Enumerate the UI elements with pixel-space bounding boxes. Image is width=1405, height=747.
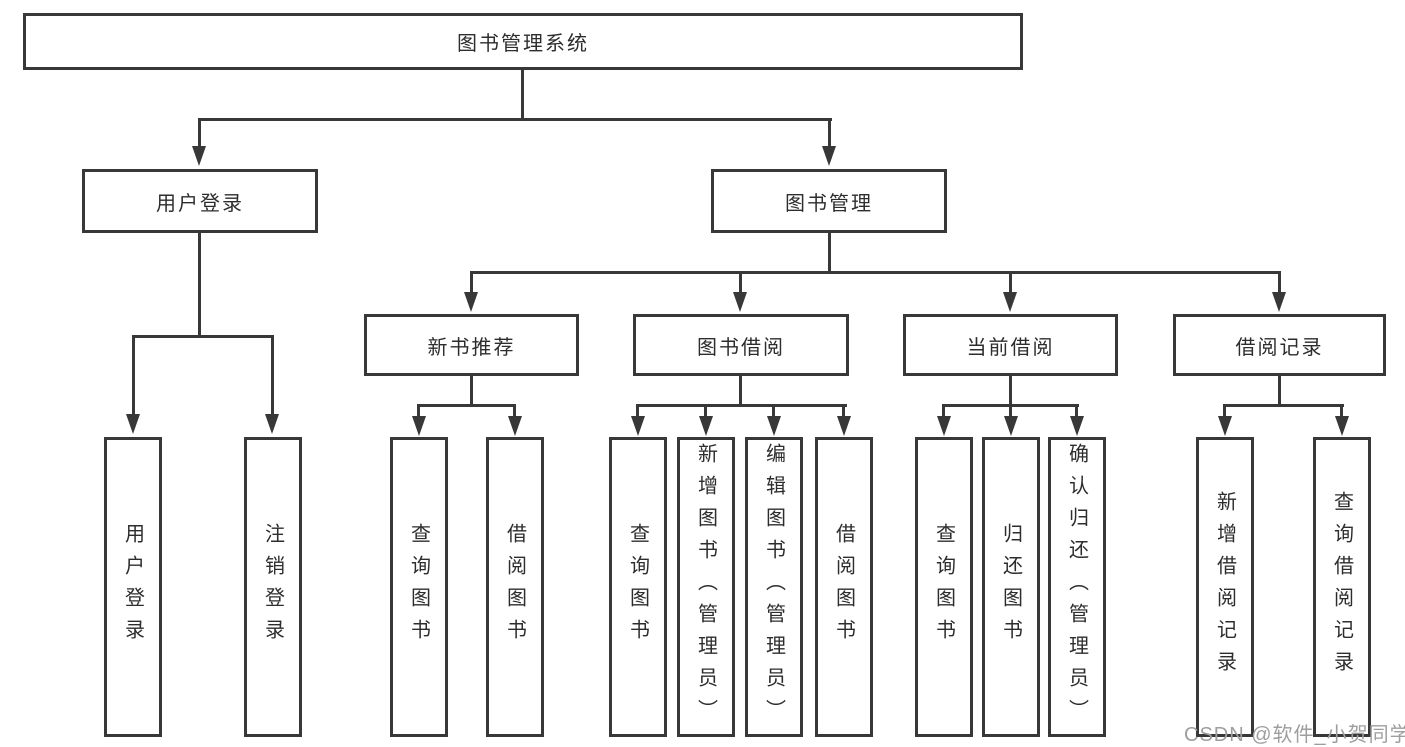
leaf-add-borrow-record: 新增借阅记录	[1196, 437, 1254, 737]
leaf-query-borrow-record: 查询借阅记录	[1313, 437, 1371, 737]
arrow-down-icon	[464, 292, 478, 312]
connector-line	[1009, 271, 1012, 296]
arrow-down-icon	[699, 416, 713, 436]
connector-line	[1075, 404, 1078, 418]
node-label: 图书管理	[785, 192, 873, 215]
arrow-down-icon	[1218, 416, 1232, 436]
connector-line	[1340, 404, 1343, 418]
arrow-down-icon	[837, 416, 851, 436]
connector-line	[828, 118, 831, 148]
connector-line	[132, 335, 274, 338]
node-label: 借阅图书	[503, 523, 526, 651]
node-label: 当前借阅	[966, 336, 1055, 359]
leaf-user-login: 用户登录	[104, 437, 162, 737]
node-label: 新增图书（管理员）	[694, 443, 717, 731]
arrow-down-icon	[631, 416, 645, 436]
node-label: 借阅图书	[832, 523, 855, 651]
connector-line	[704, 404, 707, 418]
watermark: CSDN @软件_小贺同学	[1184, 724, 1405, 746]
connector-line	[132, 335, 135, 415]
leaf-borrow-book: 借阅图书	[815, 437, 873, 737]
connector-line	[513, 404, 516, 418]
node-label: 图书管理系统	[457, 33, 589, 55]
arrow-down-icon	[1335, 416, 1349, 436]
arrow-down-icon	[126, 414, 140, 434]
node-label: 用户登录	[121, 523, 144, 651]
arrow-down-icon	[1070, 416, 1084, 436]
connector-line	[739, 271, 742, 296]
connector-line	[1223, 404, 1226, 418]
leaf-edit-book-admin: 编辑图书（管理员）	[745, 437, 803, 737]
node-new-books: 新书推荐	[364, 314, 579, 376]
node-root: 图书管理系统	[23, 13, 1023, 70]
arrow-down-icon	[767, 416, 781, 436]
leaf-return-book: 归还图书	[982, 437, 1040, 737]
node-user-login: 用户登录	[82, 169, 318, 233]
node-label: 新书推荐	[427, 336, 516, 359]
node-label: 编辑图书（管理员）	[762, 443, 785, 731]
arrow-down-icon	[733, 292, 747, 312]
node-label: 图书借阅	[697, 336, 785, 359]
connector-line	[417, 404, 420, 418]
node-label: 查询图书	[932, 523, 955, 651]
arrow-down-icon	[1003, 292, 1017, 312]
arrow-down-icon	[1004, 416, 1018, 436]
leaf-query-books-borrow: 查询图书	[609, 437, 667, 737]
arrow-down-icon	[937, 416, 951, 436]
connector-line	[828, 231, 831, 274]
node-label: 注销登录	[261, 523, 284, 651]
node-label: 用户登录	[156, 192, 244, 215]
connector-line	[942, 404, 945, 418]
node-label: 归还图书	[999, 523, 1022, 651]
connector-line	[470, 374, 473, 407]
node-book-borrow: 图书借阅	[633, 314, 849, 376]
arrow-down-icon	[192, 146, 206, 166]
connector-line	[417, 404, 516, 407]
connector-line	[1009, 404, 1012, 418]
connector-line	[470, 271, 473, 296]
leaf-logout: 注销登录	[244, 437, 302, 737]
connector-line	[636, 404, 639, 418]
connector-line	[739, 374, 742, 407]
node-label: 查询图书	[407, 523, 430, 651]
connector-line	[1278, 271, 1281, 296]
arrow-down-icon	[412, 416, 426, 436]
connector-line	[521, 70, 524, 120]
node-label: 借阅记录	[1235, 336, 1324, 359]
node-label: 新增借阅记录	[1213, 491, 1236, 683]
connector-line	[271, 335, 274, 415]
connector-line	[1278, 374, 1281, 407]
node-label: 查询借阅记录	[1330, 491, 1353, 683]
connector-line	[1009, 374, 1012, 407]
connector-line	[470, 271, 1281, 274]
arrow-down-icon	[265, 414, 279, 434]
connector-line	[198, 118, 201, 148]
arrow-down-icon	[508, 416, 522, 436]
connector-line	[842, 404, 845, 418]
connector-line	[198, 231, 201, 337]
node-label: 查询图书	[626, 523, 649, 651]
leaf-confirm-return-admin: 确认归还（管理员）	[1048, 437, 1106, 737]
leaf-query-books-new: 查询图书	[390, 437, 448, 737]
arrow-down-icon	[1272, 292, 1286, 312]
leaf-borrow-books-new: 借阅图书	[486, 437, 544, 737]
connector-line	[1223, 404, 1344, 407]
connector-line	[636, 404, 847, 407]
leaf-add-book-admin: 新增图书（管理员）	[677, 437, 735, 737]
connector-line	[772, 404, 775, 418]
connector-line	[198, 118, 832, 121]
leaf-query-books-current: 查询图书	[915, 437, 973, 737]
node-borrow-records: 借阅记录	[1173, 314, 1386, 376]
node-book-mgmt: 图书管理	[711, 169, 947, 233]
arrow-down-icon	[822, 146, 836, 166]
node-label: 确认归还（管理员）	[1065, 443, 1088, 731]
node-current-borrow: 当前借阅	[903, 314, 1118, 376]
